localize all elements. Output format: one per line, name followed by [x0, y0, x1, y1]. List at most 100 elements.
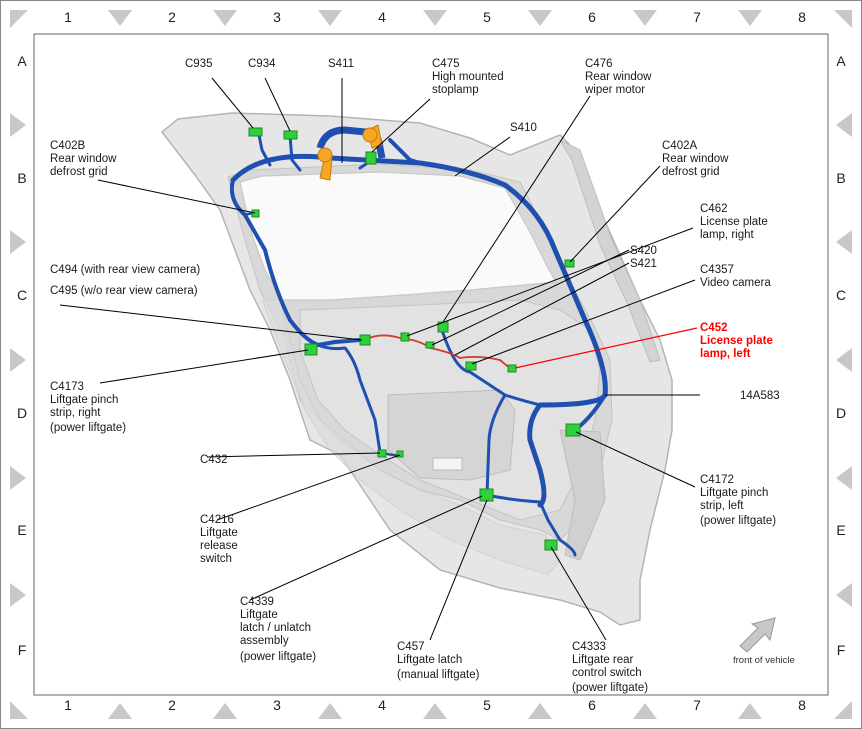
label-c452-line2: License plate	[700, 335, 773, 347]
label-c934: C934	[248, 58, 276, 70]
connector-c475	[365, 151, 377, 165]
label-c402b-line3: defrost grid	[50, 166, 108, 178]
connector-c402b	[251, 209, 260, 218]
grid-row-D-left: D	[17, 405, 27, 421]
label-c476-line3: wiper motor	[584, 84, 645, 96]
connector-c402a	[564, 259, 575, 268]
connector-c934	[283, 130, 298, 140]
front-of-vehicle-arrow-icon	[739, 617, 776, 653]
label-c4173-id: C4173	[50, 381, 84, 393]
grid-col-7-top: 7	[693, 9, 701, 25]
label-c462-id: C462	[700, 203, 728, 215]
grid-col-1-bottom: 1	[64, 697, 72, 713]
connector-c452	[507, 364, 517, 373]
grid-col-3-bottom: 3	[273, 697, 281, 713]
label-14a583: 14A583	[740, 390, 780, 402]
grid-col-4-bottom: 4	[378, 697, 386, 713]
label-c457-id: C457	[397, 641, 425, 653]
grid-marker-corner-4	[834, 701, 852, 719]
grid-marker-top-3	[318, 10, 342, 26]
label-c402a-line2: Rear window	[662, 153, 729, 165]
label-c4216-line4: switch	[200, 553, 232, 565]
grid-marker-bottom-6	[633, 703, 657, 719]
grid-row-D-right: D	[836, 405, 846, 421]
label-c402b-line2: Rear window	[50, 153, 117, 165]
label-c4216-line2: Liftgate	[200, 527, 238, 539]
label-s421: S421	[630, 258, 657, 270]
label-c457-line3: (manual liftgate)	[397, 669, 480, 681]
connector-c4333	[544, 539, 558, 551]
label-c4173-line4: (power liftgate)	[50, 422, 126, 434]
label-s411: S411	[328, 58, 354, 70]
connector-c4173	[304, 343, 318, 356]
grid-marker-left-4	[10, 466, 26, 490]
grid-marker-right-4	[836, 466, 852, 490]
grid-marker-left-1	[10, 113, 26, 137]
grid-marker-corner-3	[10, 701, 28, 719]
grid-row-A-left: A	[17, 53, 27, 69]
grid-marker-top-4	[423, 10, 447, 26]
label-c476-id: C476	[585, 58, 613, 70]
grid-marker-left-3	[10, 348, 26, 372]
grid-marker-left-2	[10, 230, 26, 254]
grid-row-B-right: B	[836, 170, 845, 186]
grid-row-E-right: E	[836, 522, 845, 538]
label-c432: C432	[200, 454, 228, 466]
grid-marker-top-2	[213, 10, 237, 26]
label-c475-line3: stoplamp	[432, 84, 479, 96]
grid-col-8-bottom: 8	[798, 697, 806, 713]
label-c4173-line3: strip, right	[50, 407, 101, 419]
label-c462-line2: License plate	[700, 216, 768, 228]
grid-col-3-top: 3	[273, 9, 281, 25]
label-c4172-line3: strip, left	[700, 500, 744, 512]
grid-row-E-left: E	[17, 522, 26, 538]
label-c4216-line3: release	[200, 540, 238, 552]
grid-row-C-right: C	[836, 287, 846, 303]
grid-col-4-top: 4	[378, 9, 386, 25]
label-c452-line3: lamp, left	[700, 348, 751, 360]
label-c4333-id: C4333	[572, 641, 606, 653]
grid-marker-bottom-2	[213, 703, 237, 719]
label-c4357-id: C4357	[700, 264, 734, 276]
label-c4339-line5: (power liftgate)	[240, 651, 316, 663]
grid-marker-top-6	[633, 10, 657, 26]
front-of-vehicle-label: front of vehicle	[733, 655, 795, 666]
grid-col-2-bottom: 2	[168, 697, 176, 713]
connector-c4172	[565, 423, 581, 437]
grid-col-1-top: 1	[64, 9, 72, 25]
label-c475-id: C475	[432, 58, 460, 70]
grid-row-F-right: F	[837, 642, 846, 658]
grid-marker-bottom-7	[738, 703, 762, 719]
connector-c4216	[396, 450, 404, 458]
grid-marker-bottom-3	[318, 703, 342, 719]
grid-marker-right-2	[836, 230, 852, 254]
grid-marker-right-5	[836, 583, 852, 607]
grid-col-5-top: 5	[483, 9, 491, 25]
grid-marker-top-1	[108, 10, 132, 26]
grid-markers	[10, 10, 852, 719]
label-c402b-id: C402B	[50, 140, 85, 152]
label-c452-id: C452	[700, 322, 728, 334]
grid-marker-corner-2	[834, 10, 852, 28]
grid-marker-bottom-5	[528, 703, 552, 719]
grid-marker-corner-1	[10, 10, 28, 28]
label-c4339-line2: Liftgate	[240, 609, 278, 621]
label-c457-line2: Liftgate latch	[397, 654, 462, 666]
connector-c4339	[479, 488, 494, 502]
connector-c462	[400, 332, 410, 342]
label-c4172-line4: (power liftgate)	[700, 515, 776, 527]
grid-col-7-bottom: 7	[693, 697, 701, 713]
grid-marker-top-5	[528, 10, 552, 26]
grid-col-6-bottom: 6	[588, 697, 596, 713]
label-c4357-line2: Video camera	[700, 277, 771, 289]
grid-marker-bottom-4	[423, 703, 447, 719]
label-c4339-id: C4339	[240, 596, 274, 608]
label-c476-line2: Rear window	[585, 71, 652, 83]
grid-marker-right-1	[836, 113, 852, 137]
label-c4173-line2: Liftgate pinch	[50, 394, 118, 406]
connector-c4357	[465, 361, 477, 371]
grid-col-8-top: 8	[798, 9, 806, 25]
c452-leader	[514, 327, 698, 369]
